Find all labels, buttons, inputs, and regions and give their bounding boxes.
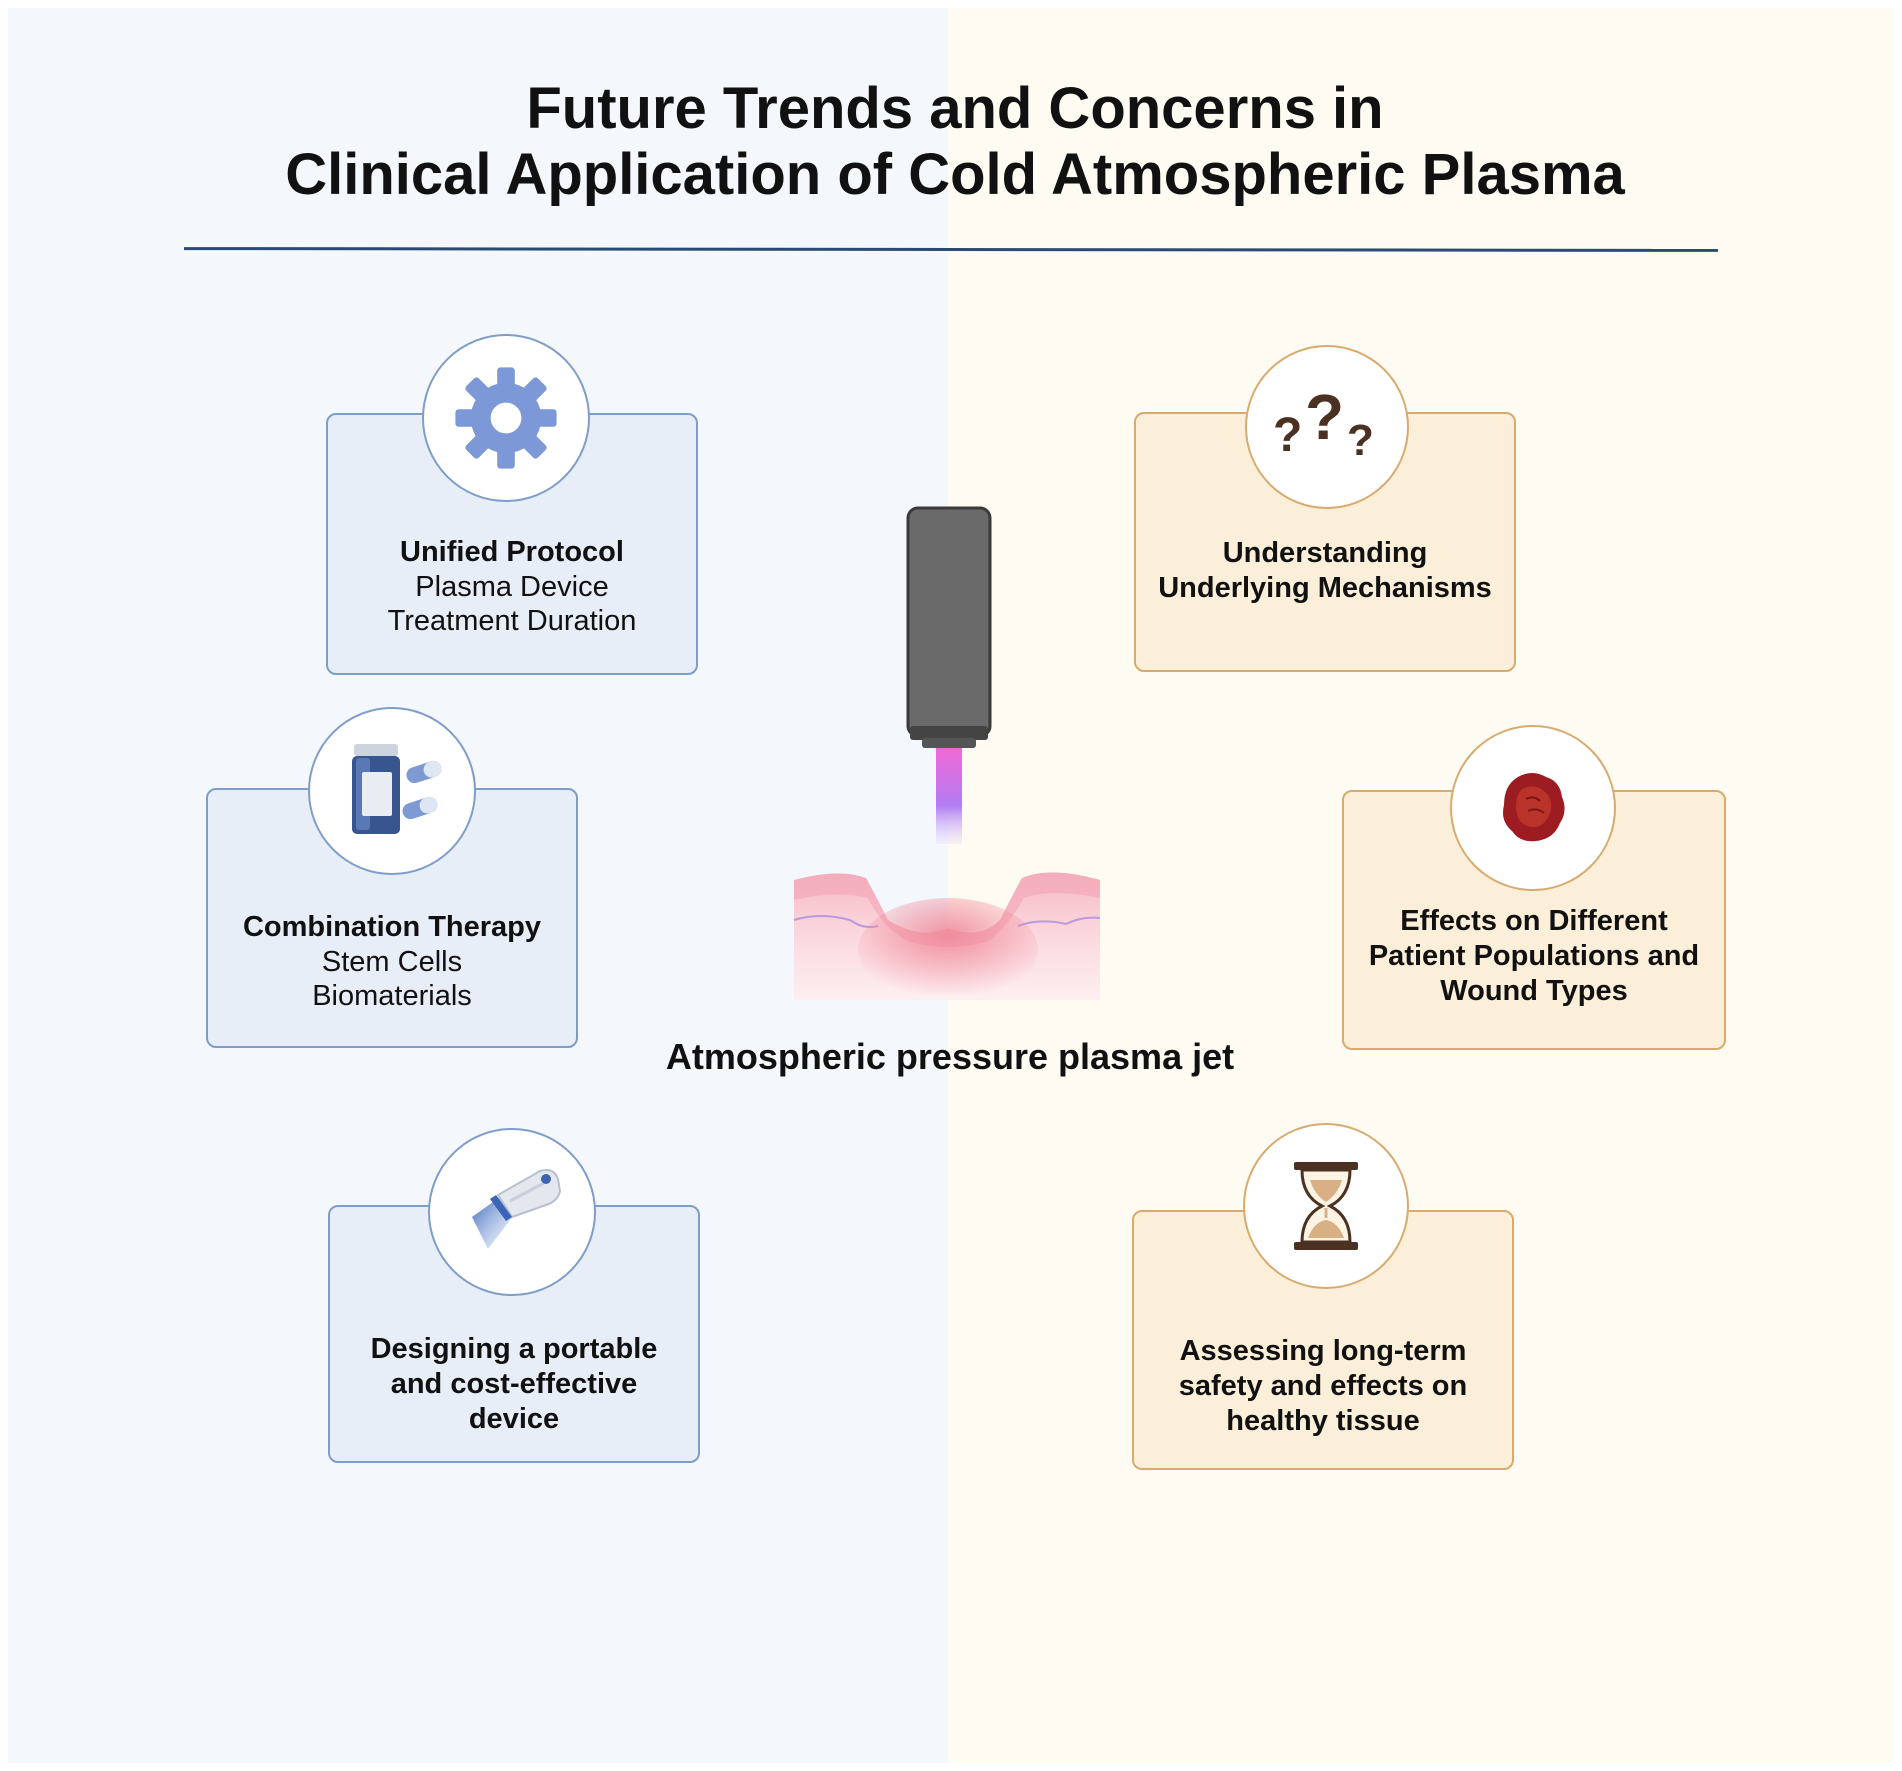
card-line: Biomaterials xyxy=(312,980,472,1012)
question-marks-icon: ? ? ? xyxy=(1273,381,1374,465)
card-unified-protocol: Unified Protocol Plasma Device Treatment… xyxy=(326,413,698,675)
card-line: Patient Populations and xyxy=(1368,940,1700,972)
card-line: safety and effects on xyxy=(1178,1370,1468,1402)
plasma-jet-device-icon xyxy=(793,506,1101,1002)
card-line: Stem Cells xyxy=(321,946,463,978)
badge-long-term-safety xyxy=(1243,1123,1409,1289)
badge-unified-protocol xyxy=(422,334,590,502)
medicine-bottle-icon xyxy=(352,744,442,834)
page-title: Future Trends and Concerns in Clinical A… xyxy=(150,76,1760,208)
card-heading: Unified Protocol xyxy=(400,536,624,568)
svg-text:?: ? xyxy=(1305,381,1344,453)
card-line: Wound Types xyxy=(1440,975,1628,1007)
card-heading: Combination Therapy xyxy=(242,911,542,943)
card-line: healthy tissue xyxy=(1226,1405,1420,1437)
card-heading: Designing a portable xyxy=(370,1333,658,1365)
svg-text:?: ? xyxy=(1273,409,1302,462)
wound-icon xyxy=(1503,773,1565,842)
title-line-2: Clinical Application of Cold Atmospheric… xyxy=(285,142,1625,207)
card-line: Plasma Device xyxy=(415,571,609,603)
hourglass-icon xyxy=(1294,1162,1358,1250)
card-line: device xyxy=(468,1403,560,1435)
portable-device-icon xyxy=(472,1169,562,1249)
card-heading: Understanding xyxy=(1222,537,1428,569)
badge-underlying-mechanisms: ? ? ? xyxy=(1245,345,1409,509)
card-heading: Effects on Different xyxy=(1400,905,1668,937)
center-label: Atmospheric pressure plasma jet xyxy=(665,1036,1235,1077)
card-line: and cost-effective xyxy=(390,1368,638,1400)
title-line-1: Future Trends and Concerns in xyxy=(526,76,1384,141)
badge-portable-device xyxy=(428,1128,596,1296)
badge-combination-therapy xyxy=(308,707,476,875)
gear-icon xyxy=(455,367,557,469)
svg-text:?: ? xyxy=(1347,416,1374,465)
card-heading: Assessing long-term xyxy=(1179,1335,1467,1367)
card-line: Underlying Mechanisms xyxy=(1158,572,1492,604)
card-line: Treatment Duration xyxy=(387,605,637,637)
badge-patient-populations xyxy=(1450,725,1616,891)
